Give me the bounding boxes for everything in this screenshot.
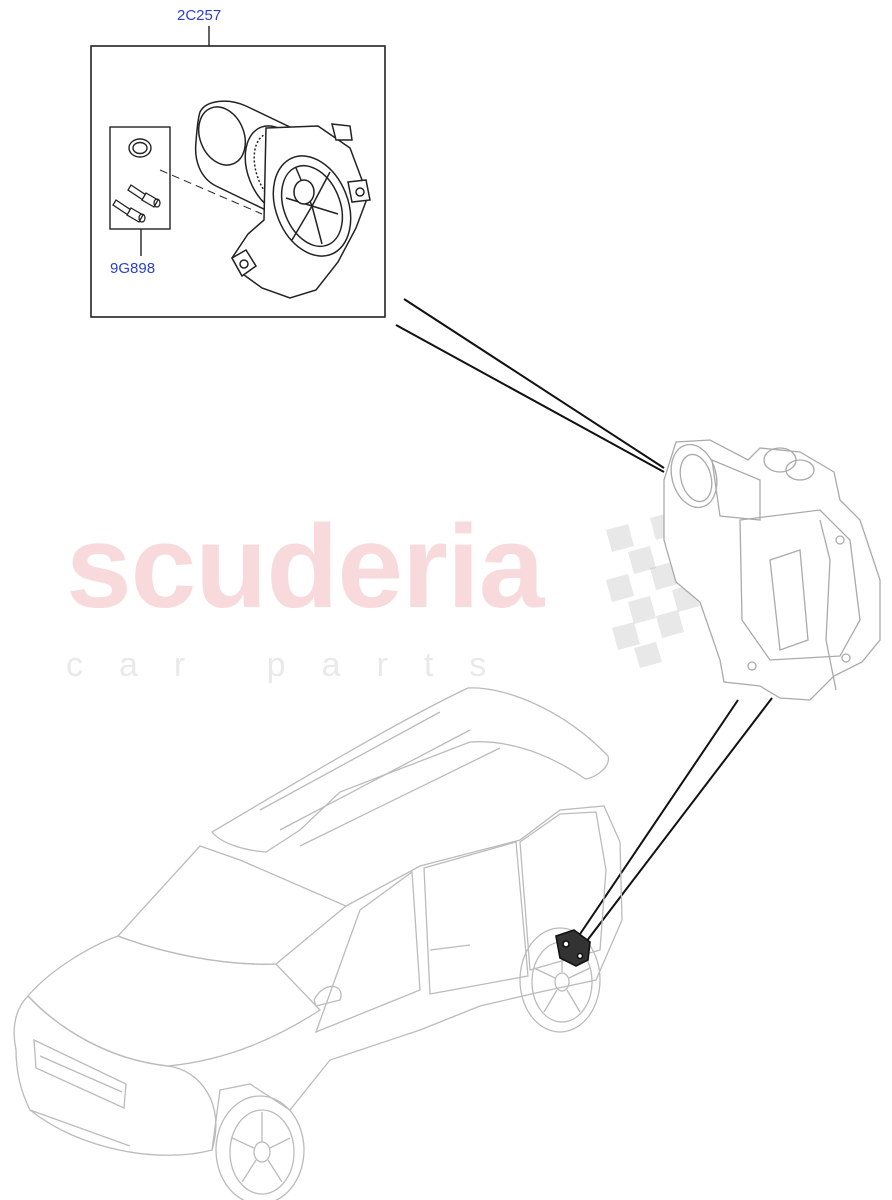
callout-2c257[interactable]: 2C257 <box>177 7 222 24</box>
leader-line-wheel-left <box>575 699 739 941</box>
watermark-brand: scuderia <box>66 501 544 633</box>
leader-line-upper <box>403 298 665 469</box>
vehicle-outline-icon <box>13 687 623 1200</box>
assembly-axis-line <box>159 169 263 215</box>
bolt-icon <box>112 184 161 223</box>
brake-caliper-icon <box>663 439 881 701</box>
motor-detail-frame <box>90 45 386 318</box>
leader-line-wheel-right <box>585 697 773 943</box>
callout-9g898[interactable]: 9G898 <box>110 260 156 277</box>
o-ring-icon <box>128 138 152 158</box>
watermark-tagline: car parts <box>66 646 523 684</box>
leader-line-lower <box>395 324 665 473</box>
fixings-detail-frame <box>109 126 171 230</box>
caliper-location-marker-icon <box>555 929 591 967</box>
electric-motor-icon <box>194 100 371 299</box>
